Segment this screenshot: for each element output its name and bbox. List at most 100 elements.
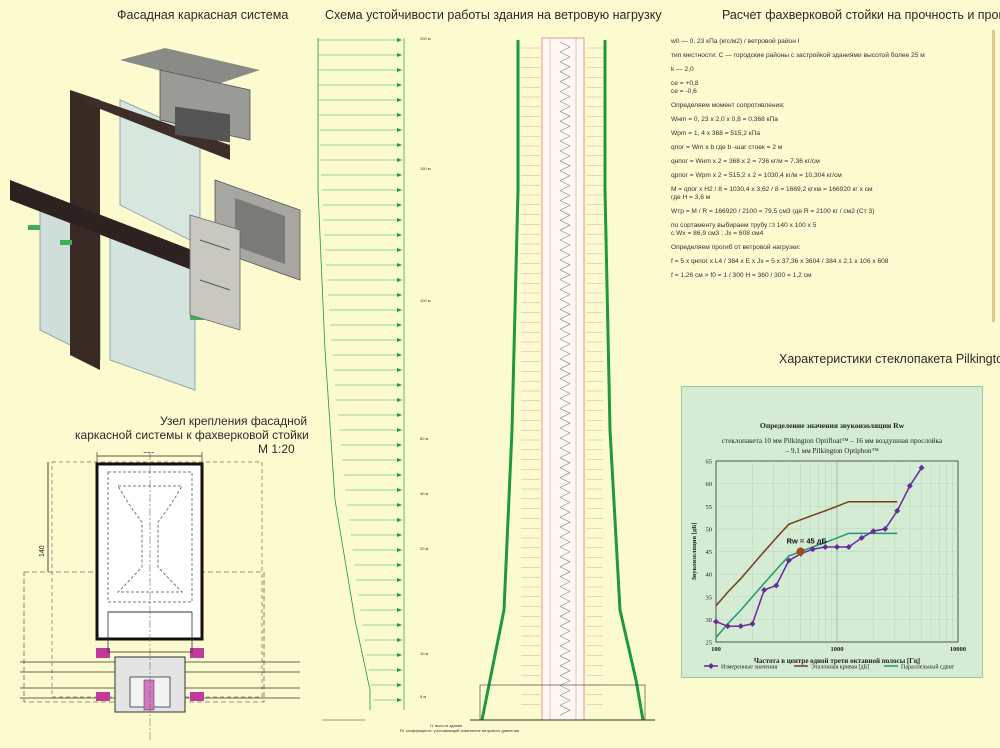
stair-flight — [559, 150, 571, 162]
chart-ytick-label: 60 — [706, 481, 713, 488]
stair-flight — [559, 705, 571, 716]
building-floors — [521, 47, 603, 705]
chart-point — [882, 525, 889, 532]
chart-legend-label: Измеренные значения — [721, 665, 777, 671]
chart-title: Определение значения звукоизоляции Rw — [759, 421, 905, 430]
stair-flight — [559, 388, 571, 399]
scheme-tick-label: 5 м — [420, 694, 426, 699]
chart-series-line — [715, 500, 898, 607]
wind-arrowhead — [397, 143, 402, 147]
calc-line: где H = 3,6 м — [671, 194, 711, 201]
wind-arrowhead — [397, 533, 402, 537]
stair-flight — [559, 477, 571, 488]
stair-flight — [559, 299, 571, 310]
stair-flight — [559, 81, 571, 92]
stair-flight — [559, 427, 571, 439]
stair-flight — [559, 140, 571, 152]
stair-flight — [559, 210, 571, 221]
calc-line: Wнm = 0, 23 x 2,0 x 0,8 = 0,368 кПа — [671, 116, 778, 123]
wind-arrowhead — [397, 623, 402, 627]
calc-line: qпог = Wm x b где b -шаг стоек = 2 м — [671, 144, 783, 151]
clip-4 — [60, 240, 72, 245]
alu-profile — [107, 471, 193, 603]
building-elevation — [470, 37, 655, 721]
stair-flight — [559, 51, 571, 63]
stair-flight — [559, 111, 571, 122]
facade-title: Фасадная каркасная система — [117, 8, 289, 22]
wind-arrowhead — [397, 458, 402, 462]
slab-top — [120, 48, 260, 85]
stair-flight — [559, 467, 571, 478]
scheme-tick-label: 20 м — [420, 546, 429, 551]
stair-flight — [559, 507, 571, 518]
stair-flight — [559, 655, 571, 667]
stair-flight — [559, 497, 571, 508]
stair-flight — [559, 586, 571, 597]
stair-flight — [559, 596, 571, 607]
stair-flight — [559, 180, 571, 191]
load-contour — [317, 38, 371, 710]
wind-arrowhead — [397, 548, 402, 552]
stair-flight — [559, 71, 571, 82]
stair-flight — [559, 487, 571, 498]
stair-flight — [559, 457, 571, 469]
scheme-tick-label: 60 м — [420, 436, 429, 441]
anchor-line — [199, 239, 231, 251]
wind-arrowhead — [397, 398, 402, 402]
wind-arrowhead — [397, 488, 402, 492]
screw — [143, 679, 155, 711]
building-outline-right — [603, 40, 645, 721]
chart-point — [834, 543, 840, 550]
chart-point — [773, 582, 780, 589]
stair-flight — [559, 101, 571, 112]
stair-flight — [559, 546, 571, 558]
building-outline-left — [480, 40, 520, 721]
stair-flight — [559, 229, 571, 241]
chart-ytick-label: 40 — [706, 572, 713, 579]
scheme-tick-label: 150 м — [420, 166, 431, 171]
chart-point — [906, 482, 913, 489]
stair-flight — [559, 417, 571, 429]
chart-ytick-label: 25 — [706, 640, 713, 647]
stair-flight — [559, 269, 571, 280]
wind-arrowhead — [397, 683, 402, 687]
chart-ytick-label: 65 — [706, 459, 713, 466]
chart-legend-label: Эталонная кривая [дБ] — [811, 665, 869, 671]
wind-arrowhead — [397, 188, 402, 192]
building-stairs — [559, 41, 571, 716]
stair-flight — [559, 130, 571, 142]
stair-flight — [559, 645, 571, 657]
chart-xtick-label: 100 — [711, 646, 721, 653]
calc-line: qнпог = Wнm x 2 = 368 x 2 = 736 кг/м = 7… — [671, 158, 820, 165]
wind-arrows — [318, 38, 402, 702]
calc-line: k — 2,0 — [671, 66, 694, 73]
stair-flight — [559, 398, 571, 409]
wind-arrowhead — [397, 638, 402, 642]
gasket-right — [190, 648, 204, 658]
calc-line: Wрm = 1, 4 x 368 = 515,2 кПа — [671, 130, 760, 137]
stair-flight — [559, 556, 571, 568]
stair-flight — [559, 447, 571, 459]
wind-arrowhead — [397, 173, 402, 177]
wind-arrowhead — [397, 413, 402, 417]
chart-point — [822, 543, 829, 550]
chart-legend-label: Параллельный сдвиг — [901, 664, 955, 671]
dim-height-label: 140 — [39, 545, 46, 557]
steel-tube — [95, 462, 204, 641]
wind-arrowhead — [397, 353, 402, 357]
beam-right-inner — [235, 198, 285, 264]
stair-flight — [559, 536, 571, 548]
stair-flight — [559, 685, 571, 696]
wind-arrowhead — [397, 98, 402, 102]
node-scale: М 1:20 — [258, 442, 295, 456]
calc-line: Определяем момент сопротивления: — [671, 102, 785, 109]
scheme-note-1: H, высота здания — [430, 723, 462, 728]
stair-flight — [559, 576, 571, 587]
frame-top — [70, 90, 230, 160]
stair-flight — [559, 279, 571, 290]
stair-flight — [559, 635, 571, 647]
wind-arrowhead — [397, 323, 402, 327]
